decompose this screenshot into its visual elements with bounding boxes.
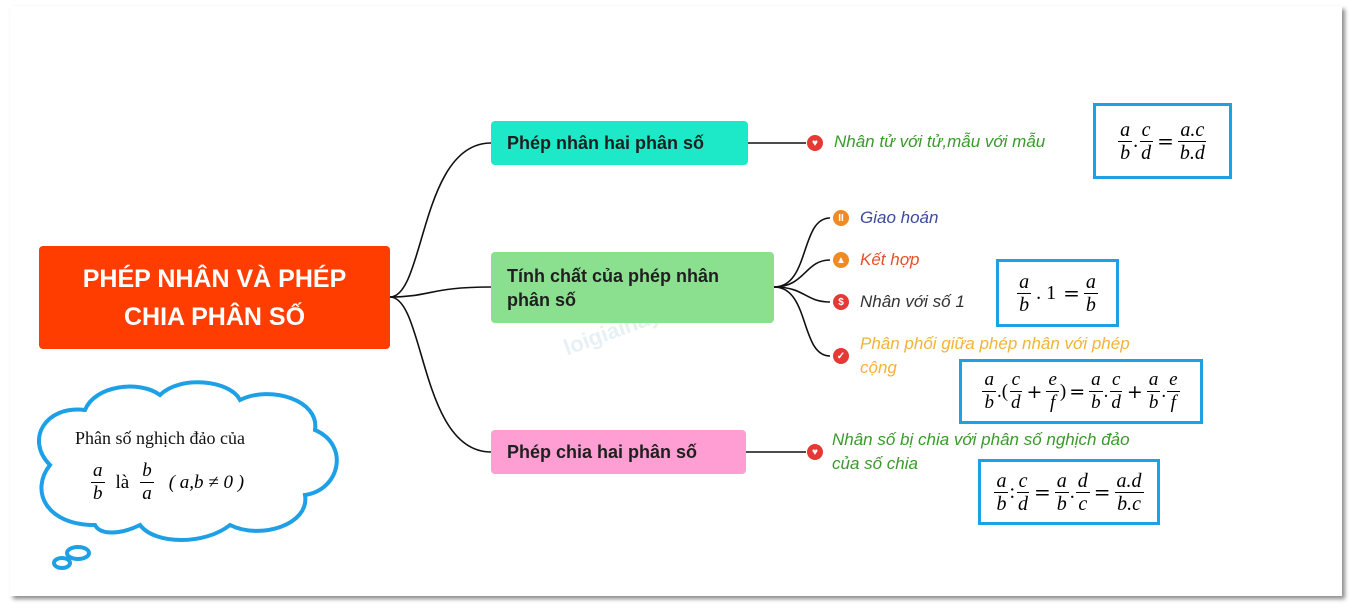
num-a: a xyxy=(1054,469,1069,493)
dot: . xyxy=(1103,380,1109,402)
num-ac: a.c xyxy=(1178,118,1207,142)
num-a: a xyxy=(1089,369,1103,392)
colon: : xyxy=(1009,480,1016,503)
den-f: f xyxy=(1050,392,1056,413)
cloud-title: Phân số nghịch đảo của xyxy=(75,428,245,448)
den-b: b xyxy=(93,483,103,504)
num-e: e xyxy=(1046,369,1059,392)
equals: = xyxy=(1069,380,1086,403)
branch-label: Tính chất của phép nhân phân số xyxy=(507,265,720,310)
den-b: b xyxy=(1120,141,1131,164)
times-one: . 1 xyxy=(1036,281,1057,304)
den-b: b xyxy=(1085,293,1096,316)
root-node[interactable]: PHÉP NHÂN VÀ PHÉP CHIA PHÂN SỐ xyxy=(39,246,390,349)
dot: . xyxy=(1133,129,1139,152)
equals: = xyxy=(1063,281,1080,305)
den-b: b xyxy=(1091,392,1101,413)
den-bd: b.d xyxy=(1179,141,1205,164)
branch-division[interactable]: Phép chia hai phân số xyxy=(491,430,746,474)
branch-properties[interactable]: Tính chất của phép nhân phân số xyxy=(491,252,774,323)
la-word: là xyxy=(115,471,130,493)
leaf-distributive[interactable]: Phân phối giữa phép nhân với phép cộng xyxy=(860,334,1130,377)
den-b: b xyxy=(1148,392,1159,413)
den-d: d xyxy=(1111,392,1121,413)
dot: . xyxy=(1069,480,1075,503)
num-a: a xyxy=(982,369,996,392)
heart-icon: ♥ xyxy=(807,135,823,151)
den-b: b xyxy=(984,392,994,413)
dollar-icon: $ xyxy=(833,294,849,310)
num-e: e xyxy=(1167,369,1180,392)
open-paren: .( xyxy=(996,380,1009,402)
branch-label: Phép chia hai phân số xyxy=(507,442,698,462)
den-c: c xyxy=(1078,492,1088,515)
leaf-divide-rule[interactable]: Nhân số bị chia với phân số nghịch đảo c… xyxy=(832,430,1130,473)
num-a: a xyxy=(1146,369,1161,392)
leaf-multiply-rule[interactable]: Nhân tử với tử,mẫu với mẫu xyxy=(834,132,1046,151)
num-a: a xyxy=(91,460,105,483)
den-d: d xyxy=(1018,492,1029,515)
num-c: c xyxy=(1009,369,1023,392)
condition: ( a,b ≠ 0 ) xyxy=(168,471,245,493)
equals: = xyxy=(1034,480,1051,504)
dot: . xyxy=(1161,380,1167,402)
den-b: b xyxy=(996,492,1007,515)
num-a: a xyxy=(1083,270,1098,294)
plus: + xyxy=(1126,380,1143,403)
num-a: a xyxy=(1118,118,1133,142)
equals: = xyxy=(1157,129,1174,153)
cloud-shape xyxy=(37,380,339,570)
num-a: a xyxy=(1017,270,1032,294)
den-b: b xyxy=(1019,293,1030,316)
num-b: b xyxy=(140,460,154,483)
num-ad: a.d xyxy=(1114,469,1144,493)
root-title: PHÉP NHÂN VÀ PHÉP CHIA PHÂN SỐ xyxy=(82,264,347,331)
den-b: b xyxy=(1056,492,1067,515)
plus: + xyxy=(1026,380,1043,403)
thumbs-up-icon: ✓ xyxy=(833,348,849,364)
den-d: d xyxy=(1141,141,1152,164)
num-d: d xyxy=(1075,469,1090,493)
den-a: a xyxy=(142,483,152,504)
den-d: d xyxy=(1011,392,1021,413)
bell-icon: ▲ xyxy=(833,252,849,268)
equals: = xyxy=(1093,480,1111,504)
den-bc: b.c xyxy=(1117,492,1141,515)
num-c: c xyxy=(1139,118,1153,142)
leaf-commutative[interactable]: Giao hoán xyxy=(860,208,939,227)
num-c: c xyxy=(1016,469,1030,493)
branch-multiplication[interactable]: Phép nhân hai phân số xyxy=(491,121,748,165)
leaf-associative[interactable]: Kết hợp xyxy=(860,250,920,269)
pause-icon: II xyxy=(833,210,849,226)
leaf-identity[interactable]: Nhân với số 1 xyxy=(860,292,965,311)
branch-label: Phép nhân hai phân số xyxy=(507,133,705,153)
den-f: f xyxy=(1170,392,1176,413)
num-c: c xyxy=(1109,369,1123,392)
num-a: a xyxy=(994,469,1009,493)
heart-icon: ♥ xyxy=(807,444,823,460)
close-paren: ) xyxy=(1059,380,1067,402)
